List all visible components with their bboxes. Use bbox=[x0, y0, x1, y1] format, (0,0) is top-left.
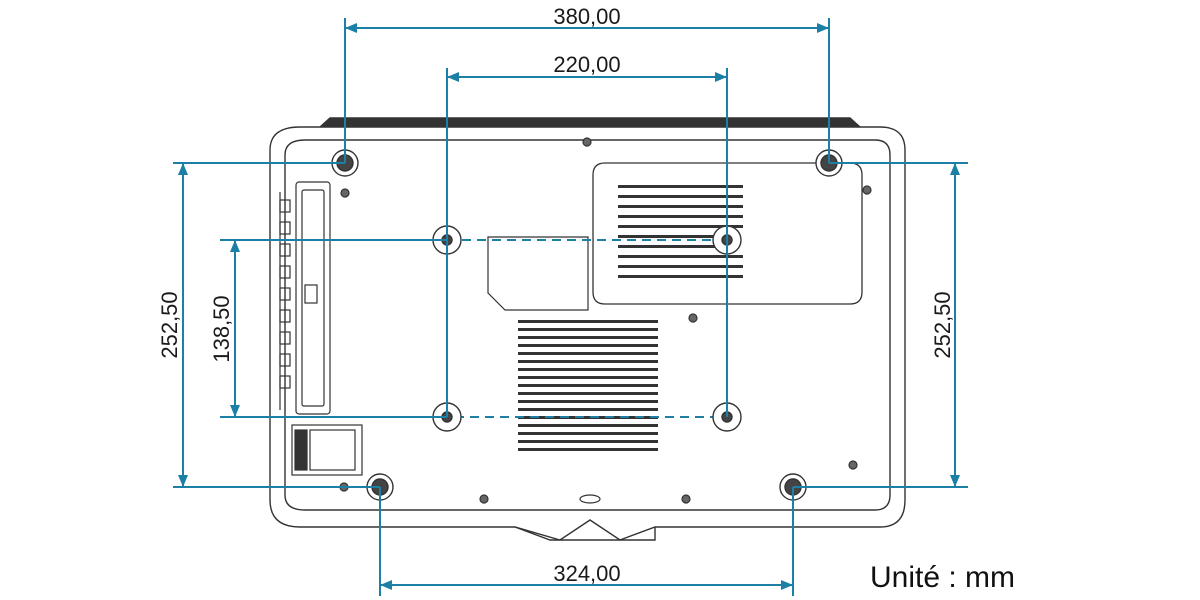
screw bbox=[862, 185, 872, 195]
screw bbox=[688, 313, 698, 323]
dim-label-top-inner: 220,00 bbox=[553, 52, 620, 77]
dim-label-top-outer: 380,00 bbox=[553, 4, 620, 29]
main-vent-grid bbox=[518, 320, 658, 451]
feet bbox=[331, 149, 843, 501]
screw bbox=[848, 460, 858, 470]
dim-label-left-inner: 138,50 bbox=[209, 295, 234, 362]
lock-slot bbox=[579, 494, 601, 504]
body-outer-outline bbox=[269, 126, 906, 541]
side-slots bbox=[279, 199, 291, 389]
mount-holes bbox=[432, 225, 742, 432]
screw bbox=[479, 494, 489, 504]
bottom-lip bbox=[514, 526, 656, 541]
dim-label-bottom: 324,00 bbox=[553, 561, 620, 586]
side-slot-panel bbox=[279, 181, 331, 415]
body-inner-outline bbox=[284, 139, 891, 511]
lamp-cover-vent-grid bbox=[618, 185, 743, 278]
screw bbox=[340, 188, 350, 198]
projector-body bbox=[269, 117, 906, 541]
top-vent-strip bbox=[319, 117, 861, 128]
screw bbox=[681, 494, 691, 504]
label-sticker bbox=[487, 236, 589, 311]
dim-label-left-outer: 252,50 bbox=[157, 291, 182, 358]
unit-label: Unité : mm bbox=[870, 561, 1016, 594]
connector-block bbox=[291, 424, 363, 476]
screws bbox=[339, 137, 872, 504]
dim-label-right: 252,50 bbox=[930, 291, 955, 358]
dimension-arrows bbox=[178, 23, 960, 590]
lamp-cover-plate bbox=[592, 162, 863, 305]
screw bbox=[582, 137, 592, 147]
extension-lines bbox=[173, 18, 968, 596]
